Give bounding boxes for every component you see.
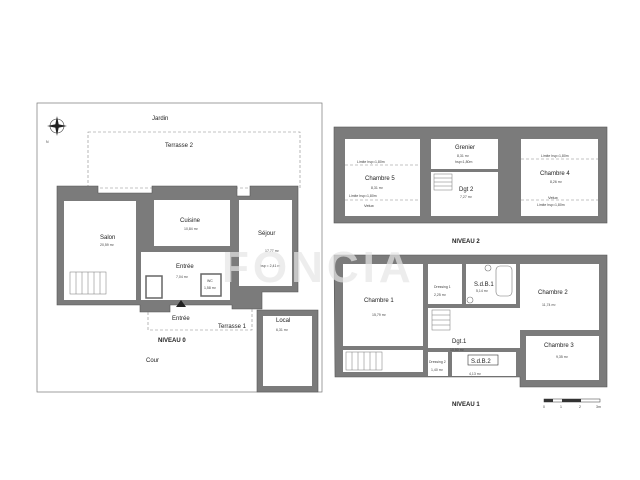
entrance-label: Entrée	[172, 316, 190, 322]
grenier-area: 8,31 m²	[457, 154, 470, 158]
landing-room	[343, 350, 423, 372]
cuisine-area: 10,84 m²	[184, 227, 199, 231]
chambre1-room	[343, 264, 423, 346]
chambre4-name: Chambre 4	[540, 171, 570, 177]
grenier-note: hsp<1,80m	[455, 160, 472, 164]
salon-area: 20,59 m²	[100, 243, 115, 247]
sdb2-label-box	[467, 354, 499, 366]
sdb1-name: S.d.B.1	[474, 282, 494, 288]
dgt1-area: 10,50 m²	[450, 348, 465, 352]
level2-stairs	[433, 173, 453, 191]
grenier-name: Grenier	[455, 145, 475, 151]
sdb1-area: 5,14 m²	[476, 289, 489, 293]
wc-name: WC	[207, 279, 213, 283]
svg-text:0: 0	[543, 405, 545, 409]
local-area: 6,31 m²	[276, 328, 289, 332]
chambre5-room	[345, 139, 420, 216]
foncia-watermark: FONCIA	[222, 243, 415, 292]
dgt2-name: Dgt 2	[459, 187, 474, 193]
chambre3-name: Chambre 3	[544, 343, 574, 349]
dressing1-area: 2,25 m²	[434, 293, 447, 297]
chambre1-name: Chambre 1	[364, 298, 394, 304]
sejour-note: hsp = 2,41 m	[260, 264, 280, 268]
entree-name: Entrée	[176, 264, 194, 270]
svg-text:2: 2	[579, 405, 581, 409]
entrance-arrow-icon	[176, 300, 186, 307]
level1-stairs	[345, 351, 383, 371]
svg-text:N: N	[46, 140, 49, 144]
salon-stairs	[69, 271, 107, 295]
chambre5-velux: Velux	[364, 203, 374, 208]
chambre2-name: Chambre 2	[538, 290, 568, 296]
sejour-area: 17,77 m²	[265, 249, 280, 253]
sink-icon	[484, 264, 492, 272]
chambre4-area: 8,26 m²	[550, 180, 563, 184]
compass-rose: N	[46, 116, 67, 144]
level2-label: NIVEAU 2	[452, 239, 480, 245]
wc-room	[200, 273, 222, 297]
dgt1-room	[428, 308, 520, 348]
level2-walls	[333, 126, 608, 224]
entree-area: 7,04 m²	[176, 275, 189, 279]
dressing2-room	[428, 352, 448, 376]
dressing1-room	[428, 264, 462, 304]
chambre4-limit-top: Limite hsp=1,80m	[541, 154, 569, 158]
chambre5-area: 8,31 m²	[371, 186, 384, 190]
sdb2-name: S.d.B.2	[471, 359, 491, 365]
dressing2-name: Dressing 2	[429, 360, 446, 364]
level0-label: NIVEAU 0	[158, 338, 186, 344]
terrace-2-label: Terrasse 2	[165, 143, 194, 149]
level1-stairs-2	[431, 309, 451, 331]
yard-label: Cour	[146, 358, 159, 364]
local-room	[263, 316, 312, 386]
toilet-icon	[466, 296, 474, 304]
dgt2-area: 7,27 m²	[460, 195, 473, 199]
dgt2-room	[431, 172, 498, 216]
chambre4-limit-bot: Limite hsp=1,80m	[537, 203, 565, 207]
svg-text:3m: 3m	[596, 405, 601, 409]
garden-boundary	[36, 102, 323, 393]
salon-name: Salon	[100, 235, 115, 241]
closet-room	[145, 275, 163, 299]
chambre2-area: 11,74 m²	[542, 303, 556, 307]
bathtub-icon	[495, 265, 513, 297]
svg-text:1: 1	[560, 405, 562, 409]
cuisine-name: Cuisine	[180, 218, 201, 224]
sejour-name: Séjour	[258, 231, 275, 237]
scale-bar: 0 1 2 3m	[543, 398, 601, 409]
chambre2-room	[520, 264, 599, 330]
chambre4-room	[521, 139, 598, 216]
terrace-1-outline	[147, 309, 253, 331]
chambre4-velux: Velux	[548, 195, 558, 200]
sejour-room	[239, 200, 292, 286]
level1-label: NIVEAU 1	[452, 402, 480, 408]
local-name: Local	[276, 318, 290, 324]
dressing2-area: 1,40 m²	[431, 368, 444, 372]
chambre5-limit-bot: Limite hsp=1,80m	[349, 194, 377, 198]
chambre5-name: Chambre 5	[365, 176, 395, 182]
sdb2-area: 4,13 m²	[469, 372, 482, 376]
chambre3-area: 9,35 m²	[556, 355, 569, 359]
level1-walls	[333, 254, 608, 388]
chambre5-limit-top: Limite hsp=1,80m	[357, 160, 385, 164]
garden-label: Jardin	[152, 116, 168, 122]
sdb1-room	[466, 264, 516, 304]
terrace-2-outline	[87, 131, 301, 189]
chambre1-area: 15,79 m²	[372, 313, 387, 317]
grenier-room	[431, 139, 498, 169]
cuisine-room	[154, 200, 230, 246]
terrace-1-label: Terrasse 1	[218, 324, 247, 330]
dgt1-name: Dgt.1	[452, 339, 467, 345]
dressing1-name: Dressing 1	[434, 285, 451, 289]
level0-walls	[56, 185, 319, 393]
wc-area: 1,58 m²	[204, 286, 217, 290]
chambre3-room	[526, 336, 599, 380]
